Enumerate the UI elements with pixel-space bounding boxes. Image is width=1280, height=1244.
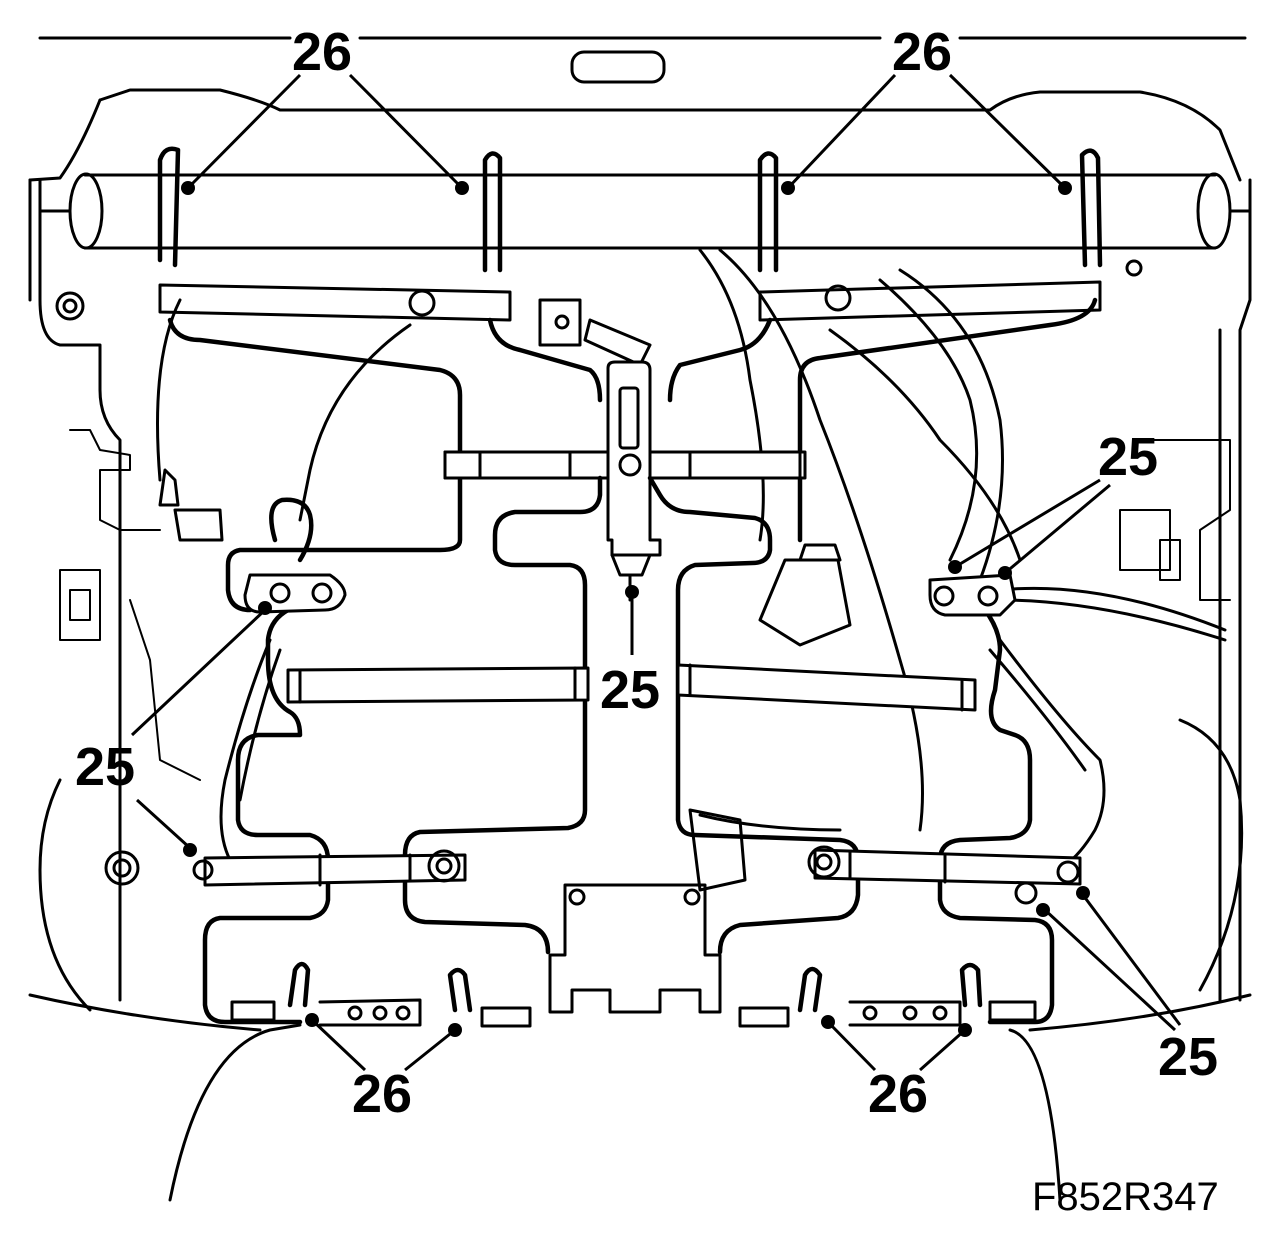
side-clamps [158,468,1080,905]
central-connector [443,360,807,602]
callout-25-center: 25 [600,660,660,720]
seat-shell-outline [28,36,1252,1202]
callout-25-right-lower: 25 [1158,1027,1218,1087]
callout-leaders [130,73,1182,1072]
callout-26-bottom-left: 26 [352,1064,412,1124]
figure-reference: F852R347 [1032,1175,1219,1219]
callout-dots [181,181,1090,1037]
callout-26-top-left: 26 [292,22,352,82]
callout-26-bottom-right: 26 [868,1064,928,1124]
lower-wire-hooks [230,961,1037,1028]
top-bracket-rail [158,280,1102,367]
middle-wire-frame [202,475,1106,1025]
upper-wire-loops [156,248,1227,832]
top-wire-hooks [157,146,1103,273]
callout-25-right-upper: 25 [1098,427,1158,487]
top-cross-tube [38,172,1252,250]
callout-25-left-middle: 25 [75,737,135,797]
lower-bracket-rail [203,808,1082,1014]
callout-26-top-right: 26 [892,22,952,82]
